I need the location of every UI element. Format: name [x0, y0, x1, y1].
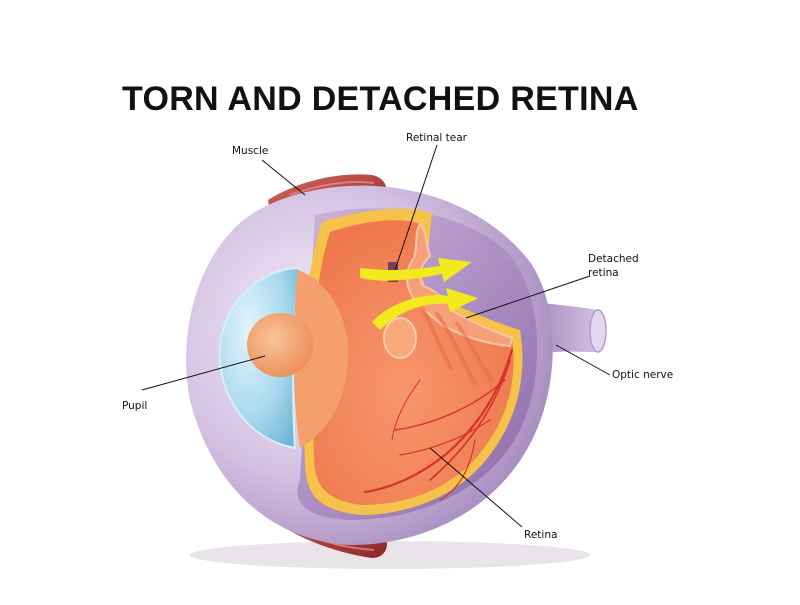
label-detached-retina-line2: retina: [588, 267, 619, 279]
detached-retina-flap: [406, 222, 514, 348]
leader-lines: [141, 144, 611, 528]
pupil-lens: [247, 313, 313, 377]
label-retina: Retina: [524, 529, 558, 541]
label-retinal-tear: Retinal tear: [406, 132, 467, 144]
label-muscle: Muscle: [232, 145, 269, 157]
label-pupil: Pupil: [122, 400, 148, 412]
ciliary-body: [293, 270, 349, 448]
eye-shadow: [190, 541, 590, 569]
retina-body: [312, 220, 514, 506]
label-optic-nerve: Optic nerve: [612, 369, 674, 381]
retinal-vessels: [363, 348, 514, 501]
diagram-title: TORN AND DETACHED RETINA: [122, 80, 639, 118]
label-detached-retina: Detached retina: [588, 252, 639, 280]
fluid-arrows: [360, 258, 478, 330]
label-detached-retina-line1: Detached: [588, 253, 639, 265]
